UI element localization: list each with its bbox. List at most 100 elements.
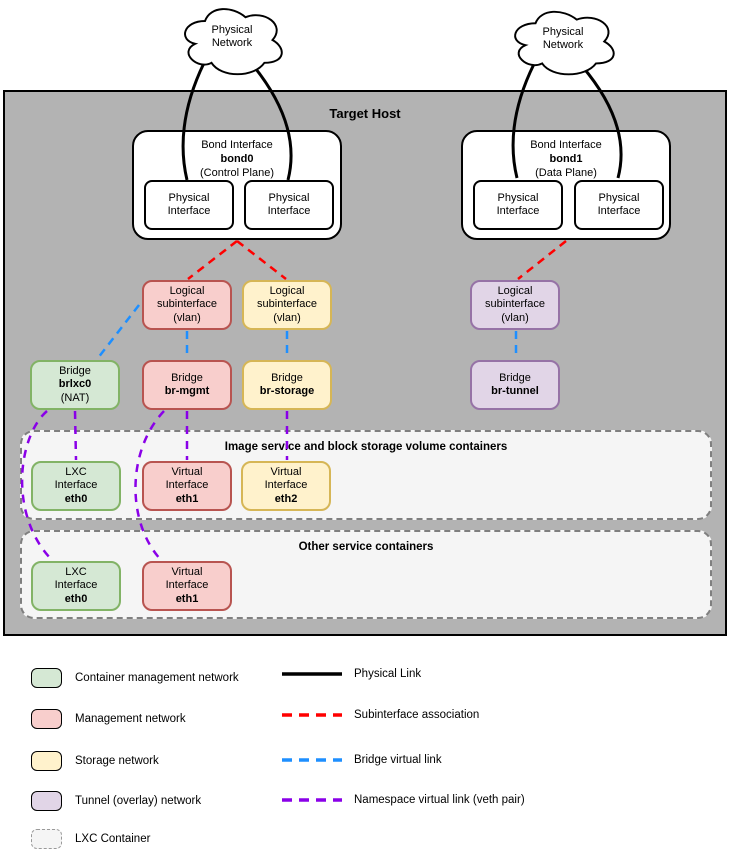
subinterface-line3: (vlan) bbox=[173, 311, 201, 324]
legend-label: Storage network bbox=[75, 754, 159, 767]
bridge-brlxc0: Bridge brlxc0 (NAT) bbox=[30, 360, 120, 410]
bond1-label: Bond Interface bbox=[530, 139, 602, 151]
legend-container-management-network: Container management network bbox=[31, 658, 247, 698]
physical-interface-line2: Interface bbox=[496, 205, 540, 217]
legend-label: Namespace virtual link (veth pair) bbox=[354, 793, 525, 806]
bond0-physical-interface-2: Physical Interface bbox=[244, 180, 334, 230]
bridge-label: Bridge bbox=[499, 371, 531, 384]
bridge-brlxc0-name: brlxc0 bbox=[58, 378, 92, 391]
iface-line2: Interface bbox=[264, 479, 308, 492]
subinterface-line3: (vlan) bbox=[501, 311, 529, 324]
bond0-box: Bond Interface bond0 (Control Plane) Phy… bbox=[132, 130, 342, 240]
subinterface-tunnel: Logical subinterface (vlan) bbox=[470, 280, 560, 330]
subinterface-line1: Logical bbox=[169, 284, 205, 297]
c1-virtual-interface-eth1: Virtual Interface eth1 bbox=[142, 461, 232, 511]
physical-network-label: Physical Network bbox=[508, 5, 618, 78]
bridge-label: Bridge bbox=[171, 371, 203, 384]
cloud-label-line1: Physical bbox=[542, 25, 584, 38]
legend-line-dashed-purple bbox=[282, 798, 342, 802]
iface-name-eth0: eth0 bbox=[64, 492, 88, 505]
physical-interface-line2: Interface bbox=[167, 205, 211, 217]
iface-line1: LXC bbox=[65, 565, 87, 578]
physical-network-cloud-left: Physical Network bbox=[178, 2, 286, 78]
bond1-plane: (Data Plane) bbox=[535, 167, 597, 179]
container-image-storage: Image service and block storage volume c… bbox=[20, 430, 712, 520]
target-host-title: Target Host bbox=[329, 106, 401, 121]
legend-line-dashed-blue bbox=[282, 758, 342, 762]
physical-interface-line1: Physical bbox=[268, 191, 310, 204]
iface-line2: Interface bbox=[165, 479, 209, 492]
container-other-services: Other service containers bbox=[20, 530, 712, 619]
iface-line1: LXC bbox=[65, 465, 87, 478]
iface-name-eth1: eth1 bbox=[175, 492, 199, 505]
cloud-label-line2: Network bbox=[542, 38, 584, 51]
container-other-services-title: Other service containers bbox=[298, 541, 434, 553]
legend-lxc-container: LXC Container bbox=[31, 819, 150, 856]
c1-lxc-interface-eth0: LXC Interface eth0 bbox=[31, 461, 121, 511]
c1-virtual-interface-eth2: Virtual Interface eth2 bbox=[241, 461, 331, 511]
bridge-br-mgmt: Bridge br-mgmt bbox=[142, 360, 232, 410]
physical-network-cloud-right: Physical Network bbox=[508, 5, 618, 78]
subinterface-mgmt: Logical subinterface (vlan) bbox=[142, 280, 232, 330]
legend-subinterface-association: Subinterface association bbox=[281, 695, 479, 735]
cloud-shape bbox=[514, 10, 615, 76]
bond0-label: Bond Interface bbox=[201, 139, 273, 151]
legend-physical-link: Physical Link bbox=[281, 654, 421, 694]
iface-line2: Interface bbox=[54, 579, 98, 592]
bridge-label: Bridge bbox=[271, 371, 303, 384]
iface-line2: Interface bbox=[54, 479, 98, 492]
physical-interface-line2: Interface bbox=[267, 205, 311, 217]
bond1-box: Bond Interface bond1 (Data Plane) Physic… bbox=[461, 130, 671, 240]
iface-line1: Virtual bbox=[270, 465, 302, 478]
legend-label: Bridge virtual link bbox=[354, 753, 442, 766]
bond1-physical-interface-2: Physical Interface bbox=[574, 180, 664, 230]
iface-line1: Virtual bbox=[171, 565, 203, 578]
bridge-br-storage-name: br-storage bbox=[259, 385, 315, 397]
legend-bridge-virtual-link: Bridge virtual link bbox=[281, 740, 442, 780]
bond1-physical-interface-1: Physical Interface bbox=[473, 180, 563, 230]
c2-virtual-interface-eth1: Virtual Interface eth1 bbox=[142, 561, 232, 611]
legend-label: LXC Container bbox=[75, 832, 151, 845]
legend-storage-network: Storage network bbox=[31, 741, 159, 781]
iface-name-eth2: eth2 bbox=[274, 492, 298, 505]
iface-name-eth1: eth1 bbox=[175, 592, 199, 605]
iface-name-eth0: eth0 bbox=[64, 592, 88, 605]
cloud-label-line1: Physical bbox=[211, 24, 253, 36]
legend-swatch-yellow bbox=[31, 751, 62, 771]
legend-namespace-virtual-link: Namespace virtual link (veth pair) bbox=[281, 780, 525, 820]
subinterface-line1: Logical bbox=[269, 284, 305, 297]
bridge-label: Bridge bbox=[59, 364, 91, 377]
physical-interface-line1: Physical bbox=[598, 191, 640, 204]
subinterface-storage: Logical subinterface (vlan) bbox=[242, 280, 332, 330]
bridge-br-mgmt-name: br-mgmt bbox=[164, 385, 210, 397]
legend-label: Management network bbox=[75, 712, 186, 725]
bridge-brlxc0-note: (NAT) bbox=[60, 391, 90, 404]
legend-management-network: Management network bbox=[31, 699, 186, 739]
legend-swatch-lxc bbox=[31, 829, 62, 849]
bridge-br-storage: Bridge br-storage bbox=[242, 360, 332, 410]
bond0-physical-interface-1: Physical Interface bbox=[144, 180, 234, 230]
cloud-shape bbox=[184, 8, 283, 76]
legend-label: Tunnel (overlay) network bbox=[75, 794, 202, 807]
container-image-storage-title: Image service and block storage volume c… bbox=[224, 441, 508, 453]
legend-swatch-green bbox=[31, 668, 62, 688]
legend-line-solid-black bbox=[282, 672, 342, 676]
bridge-br-tunnel: Bridge br-tunnel bbox=[470, 360, 560, 410]
legend-label: Container management network bbox=[75, 671, 239, 684]
bridge-br-tunnel-name: br-tunnel bbox=[491, 385, 539, 397]
bond1-name: bond1 bbox=[549, 153, 583, 165]
iface-line1: Virtual bbox=[171, 465, 203, 478]
legend-line-dashed-red bbox=[282, 713, 342, 717]
subinterface-line2: subinterface bbox=[257, 298, 317, 311]
legend-swatch-purple bbox=[31, 791, 62, 811]
legend-tunnel-network: Tunnel (overlay) network bbox=[31, 781, 201, 821]
physical-interface-line1: Physical bbox=[497, 191, 539, 204]
subinterface-line2: subinterface bbox=[157, 298, 217, 311]
legend-label: Subinterface association bbox=[354, 708, 480, 721]
subinterface-line2: subinterface bbox=[485, 298, 545, 311]
legend-swatch-red bbox=[31, 709, 62, 729]
subinterface-line1: Logical bbox=[497, 284, 533, 297]
subinterface-line3: (vlan) bbox=[273, 311, 301, 324]
bond0-name: bond0 bbox=[220, 153, 254, 165]
